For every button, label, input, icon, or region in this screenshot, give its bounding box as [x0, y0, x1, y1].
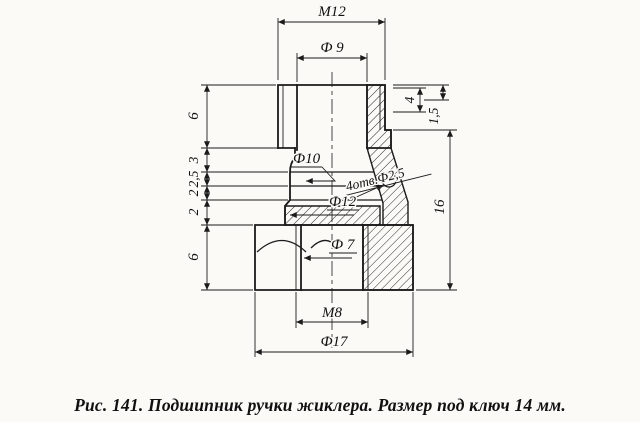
dim-stem-dia: Ф12 [290, 193, 359, 219]
dim-bore-bottom: Ф 7 [304, 236, 357, 262]
dim-left-stack: 6 3 2,5 2 2 6 [185, 84, 293, 291]
dim-label-left-6-bottom: 6 [186, 253, 202, 261]
technical-drawing: М12 Ф 9 4 1,5 16 [185, 3, 457, 357]
dim-thread-top: М12 [277, 3, 386, 80]
dim-label-m12: М12 [317, 4, 346, 20]
dim-hex-dia: Ф17 [254, 292, 414, 357]
dim-bore-top: Ф 9 [296, 39, 368, 82]
dim-label-left-6-top: 6 [186, 112, 202, 120]
dim-label-16: 16 [432, 199, 448, 215]
dim-label-left-2a: 2 [186, 189, 201, 196]
dim-label-dia7: Ф 7 [331, 237, 356, 253]
dim-thread-bottom: М8 [295, 292, 369, 328]
dim-label-left-2-5: 2,5 [186, 170, 201, 187]
dim-neck-dia: Ф10 [291, 150, 337, 185]
dim-label-1-5: 1,5 [426, 107, 441, 124]
dim-label-m8: М8 [321, 305, 342, 321]
hex-face-arc [256, 239, 307, 253]
dim-label-4: 4 [402, 96, 417, 103]
dim-label-left-2b: 2 [186, 208, 201, 215]
dim-overall-height: 16 [393, 129, 457, 291]
dim-label-dia10: Ф10 [293, 151, 321, 167]
dim-label-dia17: Ф17 [320, 334, 349, 350]
hex-face-arc [310, 239, 332, 249]
part-outline [254, 84, 414, 291]
figure-caption: Рис. 141. Подшипник ручки жиклера. Разме… [74, 395, 566, 415]
dim-label-dia9: Ф 9 [320, 40, 344, 56]
dim-top-depth: 4 [393, 87, 426, 113]
dim-wall-thickness: 1,5 [393, 84, 449, 126]
dim-label-dia12: Ф12 [329, 194, 357, 210]
dim-label-left-3: 3 [186, 156, 201, 164]
